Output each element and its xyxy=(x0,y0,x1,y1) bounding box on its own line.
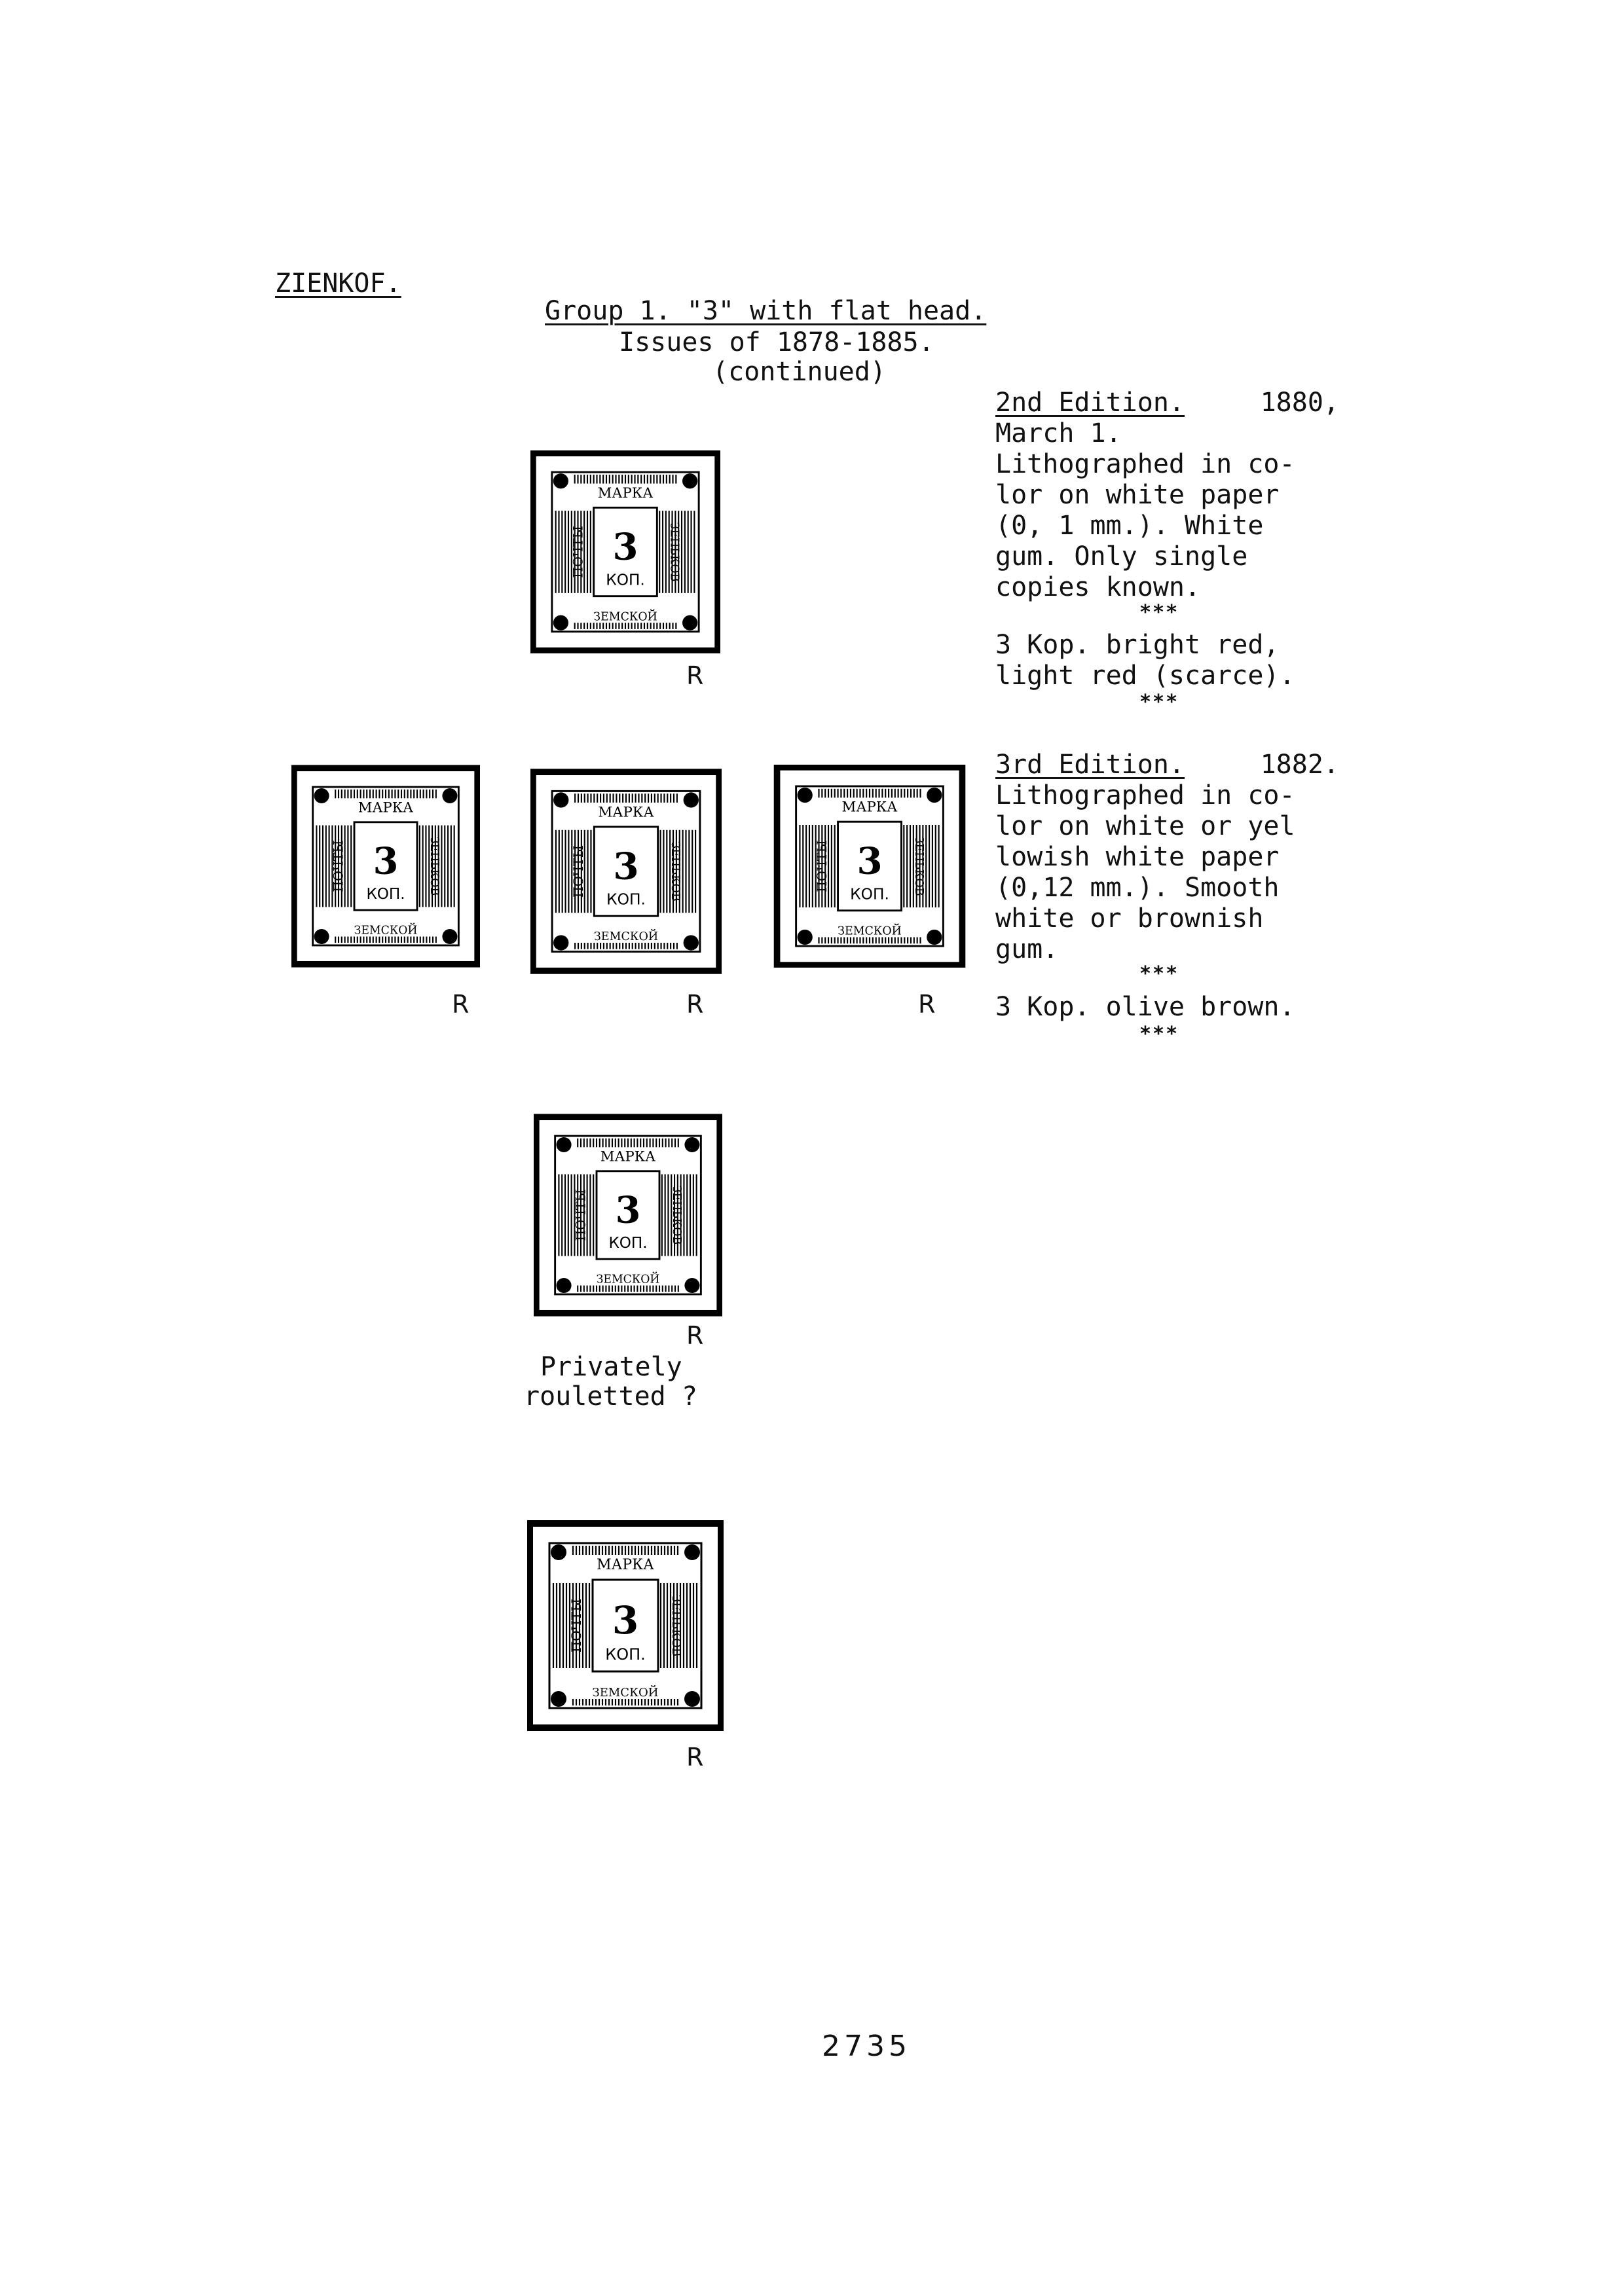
separator-stars: *** xyxy=(1139,601,1179,624)
svg-text:ЗЕМСКОЙ: ЗЕМСКОЙ xyxy=(354,924,418,938)
edition3-date: 1882. xyxy=(1260,750,1339,780)
stamp-image: МАРКА ЗЕМСКОЙ ПОЧТЫ ЗЕНЬКОВ 3 КОП. xyxy=(527,1518,724,1734)
privately-note: Privately xyxy=(540,1352,682,1382)
svg-text:МАРКА: МАРКА xyxy=(598,485,654,501)
svg-text:ЗЕМСКОЙ: ЗЕМСКОЙ xyxy=(594,930,658,943)
separator-stars: *** xyxy=(1139,1023,1179,1046)
edition2-line: copies known. xyxy=(995,572,1201,602)
svg-text:3: 3 xyxy=(612,1598,638,1643)
edition3-line: white or brownish xyxy=(995,903,1264,934)
svg-text:3: 3 xyxy=(373,841,399,883)
svg-text:КОП.: КОП. xyxy=(366,886,405,903)
stamp-image: МАРКА ЗЕМСКОЙ ПОЧТЫ ЗЕНЬКОВ 3 КОП. xyxy=(534,1113,722,1317)
reprint-mark: R xyxy=(686,1743,704,1772)
edition2-colours: 3 Kop. bright red, light red (scarce). xyxy=(995,630,1339,691)
svg-text:ЗЕМСКОЙ: ЗЕМСКОЙ xyxy=(597,1273,660,1286)
svg-text:ЗЕНЬКОВ: ЗЕНЬКОВ xyxy=(669,841,682,902)
separator-stars: *** xyxy=(1139,691,1179,714)
svg-text:МАРКА: МАРКА xyxy=(358,799,413,815)
svg-text:КОП.: КОП. xyxy=(608,1235,647,1252)
edition3-line: (0,12 mm.). Smooth xyxy=(995,873,1280,903)
svg-text:ЗЕНЬКОВ: ЗЕНЬКОВ xyxy=(670,1186,683,1245)
edition2-heading: 2nd Edition. 1880, xyxy=(995,388,1339,418)
colour-line: light red (scarce). xyxy=(995,661,1295,691)
edition2-block: 2nd Edition. 1880, March 1. Lithographed… xyxy=(995,388,1339,603)
edition3-line: gum. xyxy=(995,934,1059,964)
group-title: Group 1. "3" with flat head. xyxy=(545,296,987,326)
svg-text:КОП.: КОП. xyxy=(606,571,645,589)
edition3-line: lowish white paper xyxy=(995,842,1280,872)
svg-text:ЗЕМСКОЙ: ЗЕМСКОЙ xyxy=(838,924,902,938)
svg-text:КОП.: КОП. xyxy=(606,890,646,909)
place-title: ZIENKOF. xyxy=(275,268,401,299)
edition3-title: 3rd Edition. xyxy=(995,750,1185,780)
svg-text:3: 3 xyxy=(613,845,638,888)
reprint-mark: R xyxy=(452,990,470,1019)
stamp-image: МАРКА ЗЕМСКОЙ ПОЧТЫ ЗЕНЬКОВ 3 КОП. xyxy=(291,765,480,968)
svg-text:ЗЕНЬКОВ: ЗЕНЬКОВ xyxy=(428,837,441,896)
edition3-heading: 3rd Edition. 1882. xyxy=(995,750,1339,780)
svg-text:ЗЕНЬКОВ: ЗЕНЬКОВ xyxy=(668,522,681,582)
svg-text:МАРКА: МАРКА xyxy=(598,804,654,820)
edition3-line: lor on white or yel xyxy=(995,811,1295,841)
colour-line: 3 Kop. bright red, xyxy=(995,630,1280,660)
stamp-image: МАРКА ЗЕМСКОЙ ПОЧТЫ ЗЕНЬКОВ 3 КОП. xyxy=(530,450,720,653)
svg-text:ПОЧТЫ: ПОЧТЫ xyxy=(571,845,586,898)
svg-text:КОП.: КОП. xyxy=(605,1645,646,1664)
rouletted-note: rouletted ? xyxy=(524,1381,697,1412)
page-number: 2735 xyxy=(822,2030,911,2063)
svg-text:ЗЕНЬКОВ: ЗЕНЬКОВ xyxy=(912,836,925,896)
reprint-mark: R xyxy=(686,661,704,690)
reprint-mark: R xyxy=(686,1321,704,1350)
separator-stars: *** xyxy=(1139,962,1179,985)
svg-text:ЗЕМСКОЙ: ЗЕМСКОЙ xyxy=(593,1685,659,1700)
edition2-line: lor on white paper xyxy=(995,480,1280,510)
stamp-image: МАРКА ЗЕМСКОЙ ПОЧТЫ ЗЕНЬКОВ 3 КОП. xyxy=(773,765,967,968)
svg-text:3: 3 xyxy=(616,1190,641,1232)
edition2-line: Lithographed in co- xyxy=(995,449,1295,479)
stamp-image: МАРКА ЗЕМСКОЙ ПОЧТЫ ЗЕНЬКОВ 3 КОП. xyxy=(530,765,722,978)
svg-text:ПОЧТЫ: ПОЧТЫ xyxy=(570,526,585,578)
continued-note: (continued) xyxy=(712,357,886,387)
edition3-line: Lithographed in co- xyxy=(995,780,1295,811)
edition3-block: 3rd Edition. 1882. Lithographed in co- l… xyxy=(995,750,1339,965)
edition2-line: March 1. xyxy=(995,418,1122,448)
reprint-mark: R xyxy=(918,990,936,1019)
svg-text:ЗЕНЬКОВ: ЗЕНЬКОВ xyxy=(669,1595,683,1656)
svg-text:ПОЧТЫ: ПОЧТЫ xyxy=(331,841,346,892)
edition2-date: 1880, xyxy=(1260,388,1339,418)
svg-text:3: 3 xyxy=(613,526,638,569)
edition3-colour: 3 Kop. olive brown. xyxy=(995,992,1295,1022)
reprint-mark: R xyxy=(686,990,704,1019)
edition2-title: 2nd Edition. xyxy=(995,388,1185,418)
svg-text:ПОЧТЫ: ПОЧТЫ xyxy=(568,1599,584,1652)
svg-text:ЗЕМСКОЙ: ЗЕМСКОЙ xyxy=(593,610,657,623)
edition2-line: (0, 1 mm.). White xyxy=(995,511,1264,541)
svg-text:МАРКА: МАРКА xyxy=(597,1557,654,1573)
svg-text:ПОЧТЫ: ПОЧТЫ xyxy=(574,1190,589,1241)
svg-text:МАРКА: МАРКА xyxy=(842,799,898,816)
svg-text:3: 3 xyxy=(857,840,882,883)
edition2-line: gum. Only single xyxy=(995,541,1248,572)
issues-subtitle: Issues of 1878-1885. xyxy=(619,327,934,357)
svg-text:ПОЧТЫ: ПОЧТЫ xyxy=(815,840,830,892)
svg-text:КОП.: КОП. xyxy=(850,885,889,903)
svg-text:МАРКА: МАРКА xyxy=(600,1148,655,1164)
